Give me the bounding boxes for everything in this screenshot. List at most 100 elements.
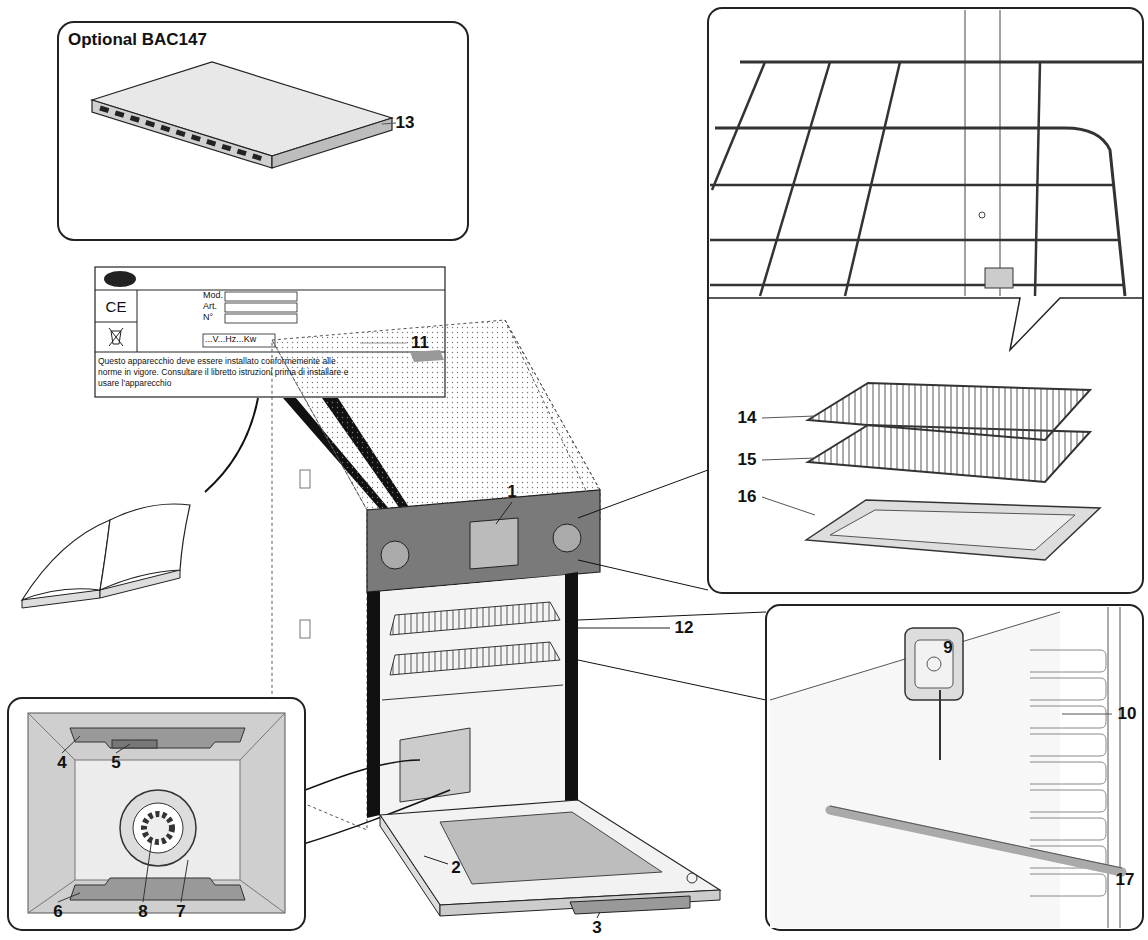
- fan-panel-part: [133, 803, 183, 853]
- fan-panel-part: [240, 713, 285, 760]
- lamp-panel-part: [1108, 607, 1109, 928]
- racks-panel-part: [979, 212, 985, 218]
- callout-number: 1: [507, 482, 516, 502]
- fan-panel-part: [62, 736, 80, 753]
- lamp-panel-part: [766, 605, 1143, 930]
- oven-body-part: [424, 856, 448, 864]
- panel-heading: Optional BAC147: [68, 31, 207, 48]
- oven-body-part: [570, 896, 690, 914]
- fan-panel-part: [70, 728, 245, 748]
- callout-number: 2: [451, 858, 460, 878]
- manual-booklet-part: [100, 504, 190, 590]
- fan-panel-part: [8, 698, 305, 930]
- oven-body-part: [300, 620, 310, 638]
- lamp-panel-part: [1030, 650, 1106, 672]
- racks-panel-part: [715, 128, 1125, 296]
- fan-panel-part: [75, 760, 240, 880]
- optional-panel-part: [92, 100, 272, 168]
- oven-body-part: [578, 660, 766, 700]
- rating-plate-part: [225, 303, 297, 312]
- rating-plate-part: [203, 334, 275, 347]
- racks-panel-part: [806, 500, 1100, 560]
- fan-panel-part: [28, 880, 75, 913]
- oven-body-part: [390, 642, 560, 675]
- rating-plate-part: [225, 292, 297, 301]
- lamp-panel-part: [770, 612, 1060, 700]
- racks-panel-part: [985, 268, 1013, 288]
- callout-number: 11: [411, 333, 429, 353]
- fan-panel-part: [112, 740, 157, 748]
- oven-body-part: [496, 502, 512, 524]
- racks-panel-part: [762, 458, 815, 460]
- manual-booklet-part: [22, 520, 110, 600]
- lamp-panel-part: [905, 628, 963, 700]
- racks-panel-part: [710, 239, 1120, 242]
- oven-body-part: [578, 612, 766, 620]
- racks-panel-part: [845, 62, 900, 296]
- optional-panel-part: [100, 108, 266, 160]
- oven-body-part: [597, 912, 600, 918]
- fan-panel-part: [143, 838, 152, 902]
- oven-body-part: [300, 470, 310, 488]
- rating-plate-part: [109, 328, 123, 346]
- oven-body: [272, 320, 766, 918]
- oven-body-part: [440, 890, 720, 916]
- racks-panel-part: [760, 62, 830, 296]
- fan-panel-part: [70, 878, 245, 900]
- callout-number: 12: [675, 618, 694, 638]
- oven-body-part: [505, 320, 600, 520]
- optional-panel-part: [382, 123, 396, 124]
- lamp-panel-part: [830, 810, 1122, 872]
- callout-number: 10: [1118, 704, 1137, 724]
- racks-panel-part: [710, 184, 1115, 187]
- plate-field: ...V...Hz...Kw: [205, 335, 256, 344]
- lamp-panel-part: [1030, 706, 1106, 728]
- optional-panel-part: [58, 22, 468, 240]
- lamp-panel-part: [1062, 714, 1112, 715]
- rating-plate-part: [137, 290, 138, 352]
- oven-body-part: [565, 572, 578, 802]
- rating-plate-part: [225, 314, 297, 323]
- oven-body-part: [578, 560, 708, 590]
- oven-body-part: [470, 518, 518, 569]
- racks-panel-part: [710, 284, 1125, 287]
- lamp-panel-part: [830, 806, 1122, 868]
- plate-field: N°: [203, 313, 213, 322]
- callout-number: 16: [738, 487, 757, 507]
- fan-panel-part: [28, 713, 75, 760]
- callout-number: 4: [57, 753, 66, 773]
- optional-panel: [58, 22, 468, 240]
- racks-panel-part: [708, 298, 1143, 350]
- lamp-panel-part: [1030, 874, 1106, 896]
- racks-panel-part: [708, 8, 1143, 593]
- racks-panel-part: [965, 10, 966, 296]
- optional-panel-part: [272, 118, 392, 168]
- oven-body-part: [400, 728, 470, 802]
- lamp-panel-part: [1030, 790, 1106, 812]
- fan-panel-part: [116, 744, 130, 753]
- racks-panel-part: [830, 510, 1075, 550]
- lamp-panel: [766, 605, 1143, 930]
- callout-number: 7: [176, 902, 185, 922]
- fan-panel-part: [120, 790, 196, 866]
- lamp-panel-part: [1030, 762, 1106, 784]
- oven-body-part: [578, 470, 708, 518]
- racks-panel-part: [1000, 10, 1001, 296]
- oven-body-part: [382, 685, 563, 700]
- racks-panel-part: [740, 61, 1143, 64]
- callout-number: 5: [111, 753, 120, 773]
- fan-panel-part: [181, 860, 188, 902]
- callout-number: 13: [396, 113, 415, 133]
- racks-panel-part: [808, 383, 1090, 440]
- racks-panel-part: [762, 497, 815, 515]
- fan-panel: [8, 698, 305, 930]
- rating-plate: Mod.Art.N°...V...Hz...KwQuesto apparecch…: [95, 267, 445, 397]
- oven-body-part: [553, 524, 581, 552]
- callout-number: 3: [592, 918, 601, 938]
- manual-booklet-part: [205, 398, 258, 492]
- callout-number: 15: [738, 450, 757, 470]
- lamp-panel-part: [939, 690, 941, 760]
- oven-body-part: [390, 602, 560, 635]
- oven-body-part: [578, 628, 670, 629]
- callout-number: 17: [1116, 870, 1135, 890]
